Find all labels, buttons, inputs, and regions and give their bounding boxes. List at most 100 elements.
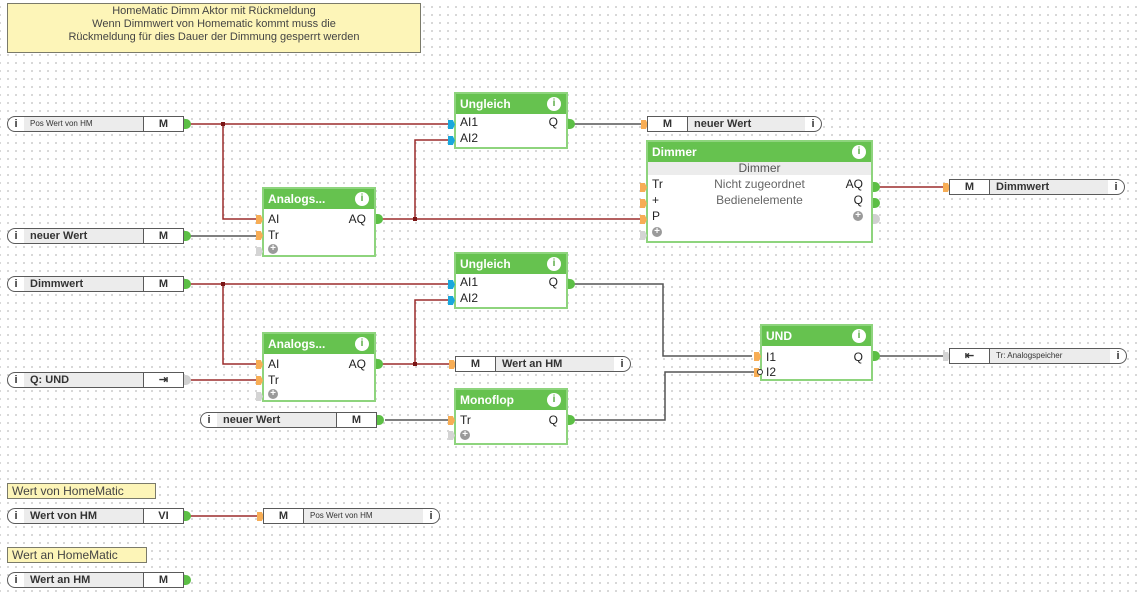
input-label-tr: Tr [268,373,279,387]
info-icon[interactable]: i [207,414,211,426]
input-pin[interactable] [256,231,263,240]
info-icon[interactable]: i [547,97,561,111]
input-pin[interactable] [640,183,647,192]
info-icon[interactable]: i [14,278,18,290]
wire-monoflop-und [573,371,756,421]
add-input-icon[interactable]: + [460,430,470,440]
input-pin[interactable] [640,215,647,224]
input-q-und[interactable]: i Q: UND ⇥ [7,372,184,388]
comment-wert-von: Wert von HomeMatic [7,483,156,499]
output-name: Pos Wert von HM [304,509,423,523]
assignment-label: Nicht zugeordnet [714,177,805,191]
output-pin[interactable] [184,511,191,521]
info-icon[interactable]: i [1114,181,1118,193]
info-icon[interactable]: i [811,118,815,130]
output-wert-an-hm[interactable]: M Wert an HM i [455,356,631,372]
input-pin[interactable] [448,136,455,145]
info-icon[interactable]: i [355,192,369,206]
output-tr-analogspeicher[interactable]: ⇤ Tr: Analogspeicher i [949,348,1127,364]
add-input-icon[interactable]: + [268,389,278,399]
input-pin[interactable] [448,416,455,425]
input-pin[interactable] [449,360,456,369]
output-label-aq: AQ [348,357,366,371]
output-pin[interactable] [568,119,575,129]
info-icon[interactable]: i [429,510,433,522]
wire-ungleich2-und [573,283,752,357]
input-pin[interactable] [641,120,648,129]
block-subtitle: Dimmer [648,162,871,175]
output-label-q: Q [853,193,863,207]
input-dimmwert[interactable]: i Dimmwert M [7,276,184,292]
input-type-tag: M [336,413,376,427]
input-pin[interactable] [754,352,761,361]
input-pin[interactable] [640,231,647,240]
input-pin[interactable] [448,120,455,129]
input-pin[interactable] [448,296,455,305]
output-name: Wert an HM [496,357,614,371]
output-pin[interactable] [376,359,383,369]
assignment-label: Bedienelemente [716,193,803,207]
output-pin[interactable] [184,231,191,241]
output-pin[interactable] [184,375,191,385]
info-icon[interactable]: i [1116,350,1120,362]
input-wert-von-hm[interactable]: i Wert von HM VI [7,508,184,524]
output-pin[interactable] [376,214,383,224]
comment-line: Rückmeldung für dies Dauer der Dimmung g… [68,31,360,43]
input-pin[interactable] [256,376,263,385]
output-pos-wert-von-hm[interactable]: M Pos Wert von HM i [263,508,440,524]
input-pin[interactable] [256,215,263,224]
add-output-icon[interactable]: + [853,211,863,221]
output-pin[interactable] [873,198,880,208]
input-pin[interactable] [448,431,455,440]
add-input-icon[interactable]: + [652,227,662,237]
info-icon[interactable]: i [547,393,561,407]
input-neuer-wert[interactable]: i neuer Wert M [7,228,184,244]
input-pin[interactable] [257,512,264,521]
comment-text: Wert an HomeMatic [12,548,118,562]
output-pin[interactable] [873,182,880,192]
input-pin[interactable] [640,199,647,208]
output-pin[interactable] [184,119,191,129]
output-pin[interactable] [377,415,384,425]
output-neuer-wert[interactable]: M neuer Wert i [647,116,822,132]
info-icon[interactable]: i [620,358,624,370]
output-pin[interactable] [873,214,880,224]
info-icon[interactable]: i [355,337,369,351]
input-pin[interactable] [943,183,950,192]
info-icon[interactable]: i [14,118,18,130]
input-neuer-wert-2[interactable]: i neuer Wert M [200,412,377,428]
input-pos-wert-von-hm[interactable]: i Pos Wert von HM M [7,116,184,132]
input-pin[interactable] [256,360,263,369]
output-pin[interactable] [568,415,575,425]
output-pin[interactable] [184,575,191,585]
output-pin[interactable] [873,351,880,361]
output-pin[interactable] [568,279,575,289]
add-input-icon[interactable]: + [268,244,278,254]
wire-pos-wert-branch [222,124,257,220]
info-icon[interactable]: i [852,329,866,343]
output-dimmwert[interactable]: M Dimmwert i [949,179,1125,195]
info-icon[interactable]: i [14,230,18,242]
input-pin[interactable] [943,352,950,361]
info-icon[interactable]: i [14,374,18,386]
input-label-i1: I1 [766,350,777,364]
input-pin[interactable] [256,247,263,256]
block-title: Monoflop [460,393,514,407]
info-icon[interactable]: i [14,574,18,586]
input-wert-an-hm[interactable]: i Wert an HM M [7,572,184,588]
output-pin[interactable] [184,279,191,289]
input-pin[interactable] [448,280,455,289]
info-icon[interactable]: i [547,257,561,271]
input-type-tag: M [143,229,183,243]
output-label-aq: AQ [845,177,863,191]
input-pin[interactable] [256,392,263,401]
info-icon[interactable]: i [14,510,18,522]
info-icon[interactable]: i [852,145,866,159]
